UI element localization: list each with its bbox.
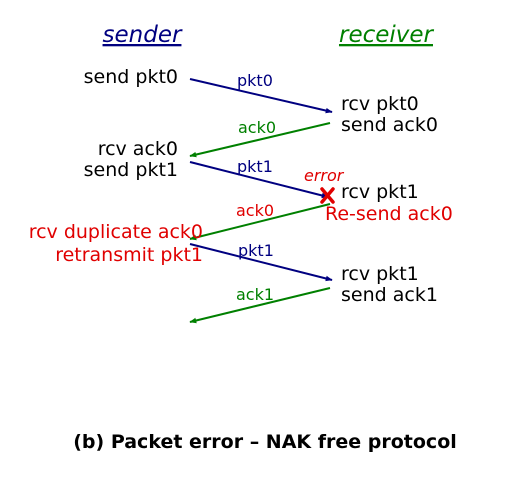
sender-rcv-ack0: rcv ack0 [98,138,178,160]
receiver-send-ack0: send ack0 [341,114,438,136]
pkt0-arrow [189,78,333,114]
pkt1-label-1: pkt1 [237,157,273,176]
receiver-rcv-pkt1-first: rcv pkt1 [341,181,419,203]
sender-rcv-duplicate-ack0: rcv duplicate ack0 [29,221,203,243]
pkt1-arrow-2 [189,243,333,282]
receiver-rcv-pkt1-second: rcv pkt1 [341,263,419,285]
ack0-label-2: ack0 [236,201,274,220]
receiver-resend-ack0: Re-send ack0 [325,203,453,225]
ack0-arrow-1 [189,122,331,158]
sender-retransmit-pkt1: retransmit pkt1 [55,244,203,266]
pkt1-arrow-1 [189,161,329,199]
sender-send-pkt1: send pkt1 [84,159,178,181]
x-mark-icon [320,187,335,204]
sender-header: sender [103,22,183,48]
pkt1-label-2: pkt1 [238,241,274,260]
pkt0-label: pkt0 [237,71,273,90]
receiver-header: receiver [339,22,435,48]
error-label: error [304,166,345,185]
sender-send-pkt0: send pkt0 [84,66,178,88]
ack0-arrow-2 [189,203,331,241]
figure-caption: (b) Packet error – NAK free protocol [73,431,457,453]
receiver-rcv-pkt0: rcv pkt0 [341,93,419,115]
ack1-arrow [189,287,331,324]
receiver-send-ack1: send ack1 [341,284,438,306]
ack1-label: ack1 [236,285,274,304]
ack0-label-1: ack0 [238,118,276,137]
